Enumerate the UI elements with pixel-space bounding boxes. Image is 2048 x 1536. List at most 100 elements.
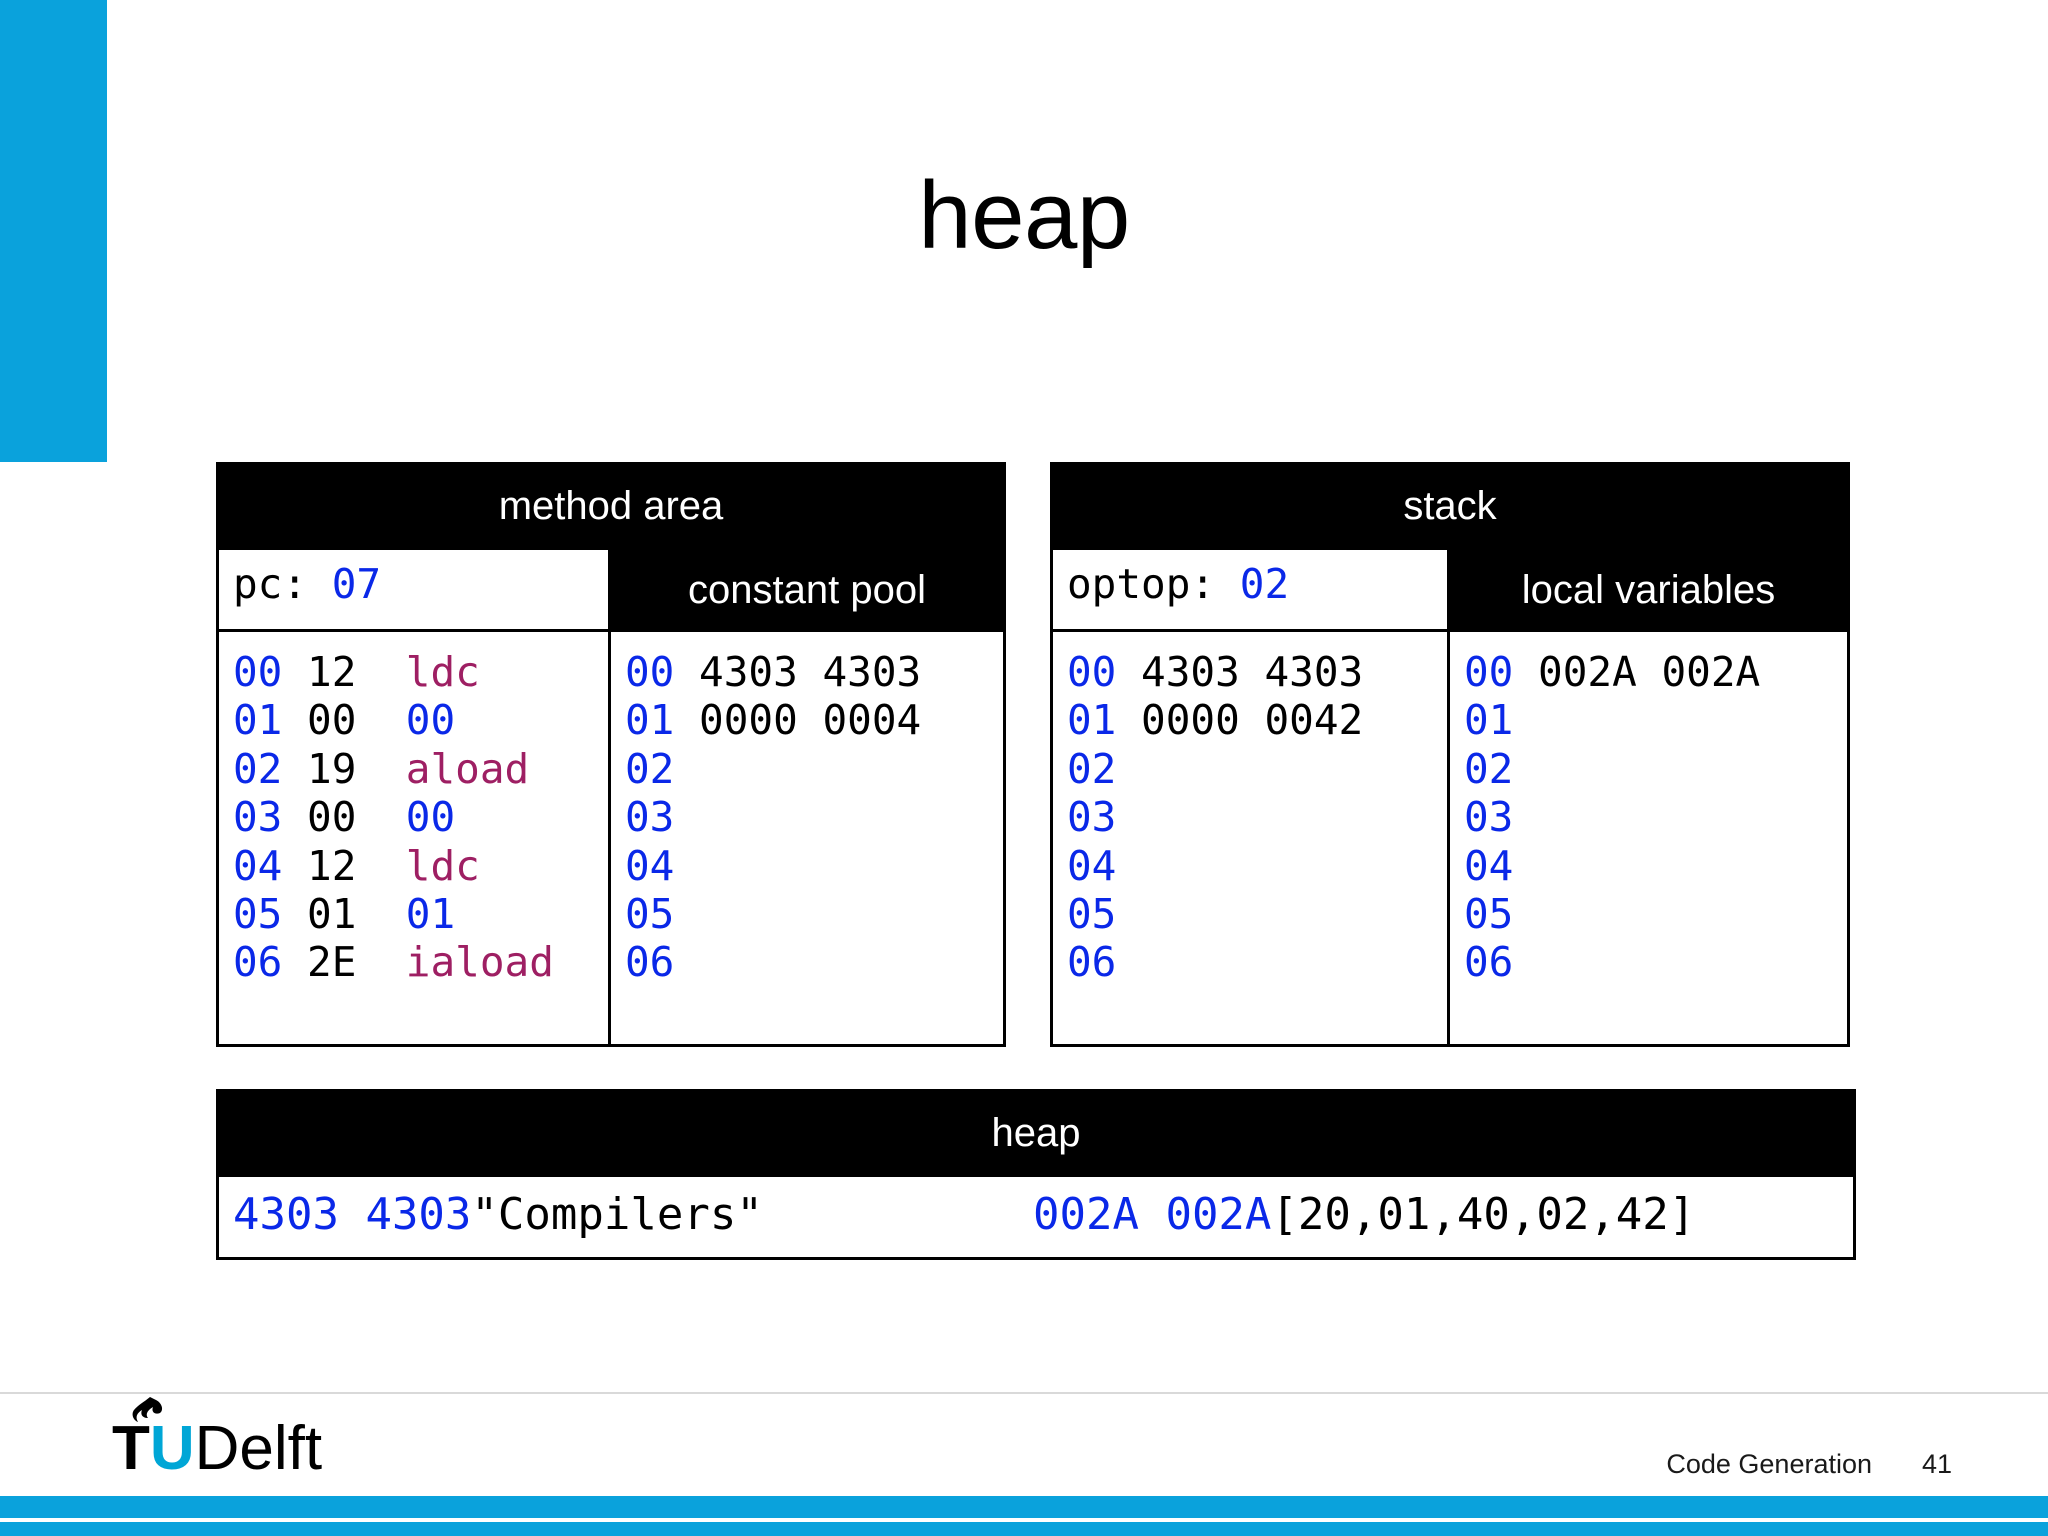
- code-row-byte: 00: [282, 793, 406, 842]
- stack-row-address: 03: [1067, 793, 1117, 842]
- local-variable-row-value: [1513, 842, 1538, 890]
- pc-register: pc: 07: [219, 550, 608, 632]
- code-row-address: 01: [233, 696, 283, 745]
- logo-wordmark: Delft: [194, 1414, 323, 1483]
- constant-pool-row-address: 06: [625, 938, 675, 987]
- local-variable-row: 00 002A 002A: [1450, 648, 1847, 696]
- code-row-address: 00: [233, 648, 283, 696]
- stack-row-value: 0000 0042: [1116, 696, 1364, 745]
- local-variable-row-value: [1513, 696, 1538, 744]
- local-variable-row-address: 06: [1464, 938, 1514, 987]
- heap-entry: 4303 4303"Compilers": [233, 1193, 1033, 1237]
- stack-row: 02: [1053, 745, 1447, 793]
- code-row: 05 01 01: [219, 890, 608, 938]
- code-row-address: 02: [233, 744, 283, 793]
- code-row-byte: 00: [282, 696, 406, 745]
- stack-row: 00 4303 4303: [1053, 648, 1447, 696]
- heap-entry-reference: 002A 002A: [1033, 1189, 1272, 1240]
- constant-pool-row: 00 4303 4303: [611, 648, 1003, 696]
- stack-row: 03: [1053, 793, 1447, 841]
- constant-pool-row-value: [674, 745, 699, 793]
- stack-row-address: 02: [1067, 744, 1117, 793]
- stack-row-value: [1116, 793, 1141, 841]
- footer-bar-secondary: [0, 1522, 2048, 1536]
- constant-pool-row-address: 00: [625, 648, 675, 696]
- code-row-mnemonic: 01: [405, 889, 456, 938]
- local-variable-row-address: 02: [1464, 744, 1514, 793]
- code-row-mnemonic: ldc: [405, 648, 480, 696]
- constant-pool-row: 04: [611, 842, 1003, 890]
- pc-value: 07: [331, 560, 382, 608]
- code-row-address: 06: [233, 938, 283, 987]
- local-variables-header: local variables: [1450, 550, 1847, 632]
- constant-pool-row: 02: [611, 745, 1003, 793]
- heap-entries-row: 4303 4303"Compilers"002A 002A[20,01,40,0…: [219, 1177, 1853, 1257]
- constant-pool-row-value: 4303 4303: [674, 648, 922, 696]
- logo-letter-t: T: [112, 1414, 150, 1483]
- code-row-byte: 01: [282, 889, 406, 938]
- constant-pool-row-value: 0000 0004: [674, 696, 922, 745]
- constant-pool-row-value: [674, 793, 699, 841]
- stack-row-address: 01: [1067, 696, 1117, 745]
- optop-value: 02: [1239, 560, 1290, 608]
- code-row: 03 00 00: [219, 793, 608, 841]
- constant-pool-row-address: 03: [625, 793, 675, 842]
- footer-divider: [0, 1392, 2048, 1394]
- pc-label: pc:: [233, 560, 332, 608]
- constant-pool-row-address: 05: [625, 889, 675, 938]
- code-row-mnemonic: 00: [405, 793, 456, 842]
- code-row-address: 05: [233, 889, 283, 938]
- stack-row-address: 06: [1067, 938, 1117, 987]
- code-row-byte: 12: [282, 841, 406, 890]
- code-row: 00 12 ldc: [219, 648, 608, 696]
- stack-row-address: 05: [1067, 889, 1117, 938]
- code-row: 01 00 00: [219, 696, 608, 744]
- heap-panel: heap 4303 4303"Compilers"002A 002A[20,01…: [216, 1089, 1856, 1260]
- accent-bar-top-left: [0, 0, 107, 462]
- page-title: heap: [918, 162, 1130, 269]
- stack-row-value: [1116, 890, 1141, 938]
- local-variable-row: 04: [1450, 842, 1847, 890]
- constant-pool-row: 03: [611, 793, 1003, 841]
- constant-pool-row-address: 01: [625, 696, 675, 745]
- code-row-byte: 2E: [282, 938, 406, 987]
- heap-entry-reference: 4303 4303: [233, 1189, 472, 1240]
- local-variable-row-address: 01: [1464, 696, 1514, 745]
- heap-header: heap: [219, 1092, 1853, 1177]
- constant-pool-row-value: [674, 842, 699, 890]
- local-variable-row: 06: [1450, 938, 1847, 986]
- local-variable-row-value: [1513, 890, 1538, 938]
- code-row: 04 12 ldc: [219, 842, 608, 890]
- local-variable-row-address: 03: [1464, 793, 1514, 842]
- stack-row-address: 04: [1067, 841, 1117, 890]
- optop-register: optop: 02: [1053, 550, 1447, 632]
- code-row-mnemonic: aload: [405, 744, 530, 793]
- stack-row-value: [1116, 938, 1141, 986]
- code-row-address: 03: [233, 793, 283, 842]
- stack-row: 01 0000 0042: [1053, 696, 1447, 744]
- footer-page-number: 41: [1921, 1449, 1952, 1479]
- code-row-byte: 12: [282, 648, 406, 696]
- code-row: 02 19 aload: [219, 745, 608, 793]
- local-variable-row-value: [1513, 745, 1538, 793]
- local-variable-row-value: 002A 002A: [1513, 648, 1761, 696]
- local-variable-row-address: 04: [1464, 841, 1514, 890]
- stack-row-value: 4303 4303: [1116, 648, 1364, 696]
- constant-pool-row-address: 04: [625, 841, 675, 890]
- constant-pool-row-address: 02: [625, 744, 675, 793]
- constant-pool-row-value: [674, 938, 699, 986]
- code-row-byte: 19: [282, 744, 406, 793]
- local-variable-row-value: [1513, 938, 1538, 986]
- heap-entry-value: "Compilers": [471, 1189, 763, 1240]
